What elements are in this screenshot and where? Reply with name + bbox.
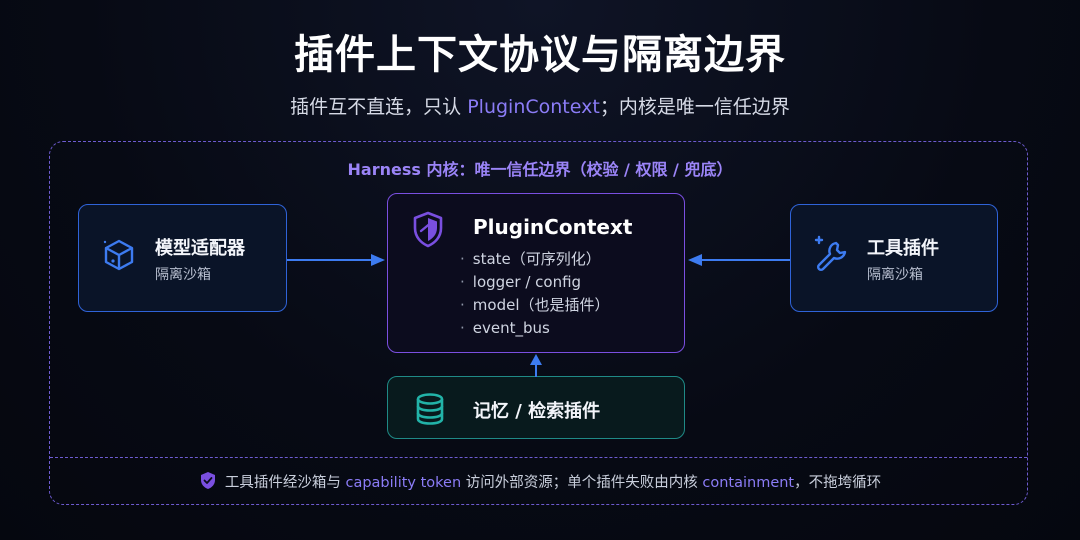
cube-icon bbox=[103, 239, 134, 271]
model-adapter-title: 模型适配器 bbox=[155, 238, 245, 259]
arrow-right-to-center bbox=[688, 254, 790, 266]
plugin-context-title: PluginContext bbox=[473, 215, 633, 239]
memory-plugin-title: 记忆 / 检索插件 bbox=[473, 401, 601, 422]
model-adapter-box bbox=[78, 204, 287, 312]
harness-label: Harness 内核：唯一信任边界（校验 / 权限 / 兜底） bbox=[347, 160, 733, 179]
page-title: 插件上下文协议与隔离边界 bbox=[294, 32, 786, 78]
subtitle-highlight: PluginContext bbox=[467, 96, 600, 118]
list-item: ·logger / config bbox=[460, 273, 582, 291]
database-icon bbox=[416, 393, 444, 425]
plugin-context-list: ·state（可序列化） ·logger / config ·model（也是插… bbox=[460, 248, 610, 340]
arrow-bottom-to-center bbox=[530, 354, 542, 377]
list-item: ·model（也是插件） bbox=[460, 296, 610, 314]
harness-divider bbox=[50, 457, 1027, 458]
tool-plugin-subtitle: 隔离沙箱 bbox=[867, 267, 923, 283]
context-item-logger: logger / config bbox=[472, 273, 582, 291]
footer-highlight-containment: containment bbox=[702, 475, 795, 491]
list-item: ·state（可序列化） bbox=[460, 250, 601, 268]
shield-icon bbox=[413, 211, 443, 248]
footer-text-2: 访问外部资源；单个插件失败由内核 bbox=[461, 475, 703, 491]
shield-check-icon bbox=[200, 472, 215, 489]
footer-note: 工具插件经沙箱与 capability token 访问外部资源；单个插件失败由… bbox=[0, 471, 1080, 492]
subtitle-prefix: 插件互不直连，只认 bbox=[290, 96, 468, 118]
tool-plugin-title: 工具插件 bbox=[867, 238, 939, 259]
harness-boundary bbox=[49, 141, 1028, 505]
page-subtitle: 插件互不直连，只认 PluginContext；内核是唯一信任边界 bbox=[0, 92, 1080, 119]
context-item-model: model（也是插件） bbox=[472, 296, 610, 314]
context-item-event-bus: event_bus bbox=[472, 319, 550, 337]
context-item-state: state（可序列化） bbox=[472, 250, 601, 268]
footer-text-1: 工具插件经沙箱与 bbox=[224, 475, 346, 491]
model-adapter-subtitle: 隔离沙箱 bbox=[155, 267, 211, 283]
footer-highlight-capability-token: capability token bbox=[345, 475, 462, 491]
plugin-context-box bbox=[387, 193, 685, 353]
footer-text-3: ，不拖垮循环 bbox=[794, 475, 882, 491]
arrow-left-to-center bbox=[287, 254, 385, 266]
wrench-sparkle-icon bbox=[814, 235, 847, 272]
subtitle-suffix: ；内核是唯一信任边界 bbox=[599, 96, 790, 118]
list-item: ·event_bus bbox=[460, 319, 550, 337]
